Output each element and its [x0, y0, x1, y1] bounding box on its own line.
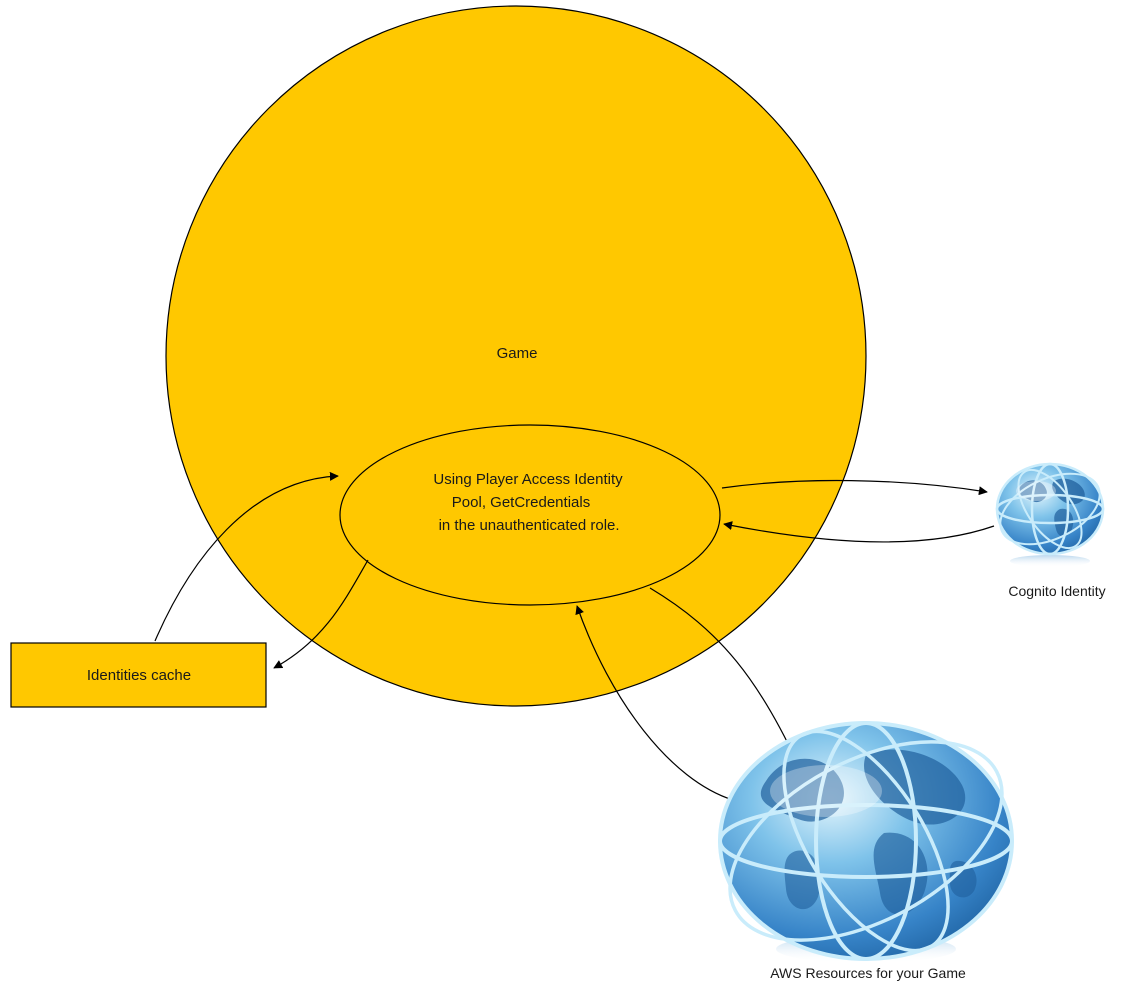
identities-cache-label: Identities cache: [87, 667, 191, 684]
credentials-label-line-3: in the unauthenticated role.: [434, 517, 619, 534]
credentials-label-line-1: Using Player Access Identity: [433, 471, 623, 488]
aws-resources-globe-icon: [718, 721, 1014, 963]
game-label: Game: [497, 345, 538, 362]
edge-credentials-to-cognito: [721, 479, 988, 496]
edge-cognito-to-credentials: [723, 521, 995, 543]
edge-cache-to-credentials: [154, 471, 339, 642]
credentials-ellipse: [339, 424, 721, 606]
edge-aws-to-credentials: [575, 605, 734, 801]
credentials-label-line-2: Pool, GetCredentials: [452, 494, 590, 511]
identities-cache-box: [10, 642, 267, 708]
cognito-globe-icon: [995, 462, 1105, 567]
edge-credentials-to-cache: [273, 559, 369, 669]
cognito-label: Cognito Identity: [1008, 583, 1105, 599]
aws-resources-label: AWS Resources for your Game: [770, 965, 966, 981]
